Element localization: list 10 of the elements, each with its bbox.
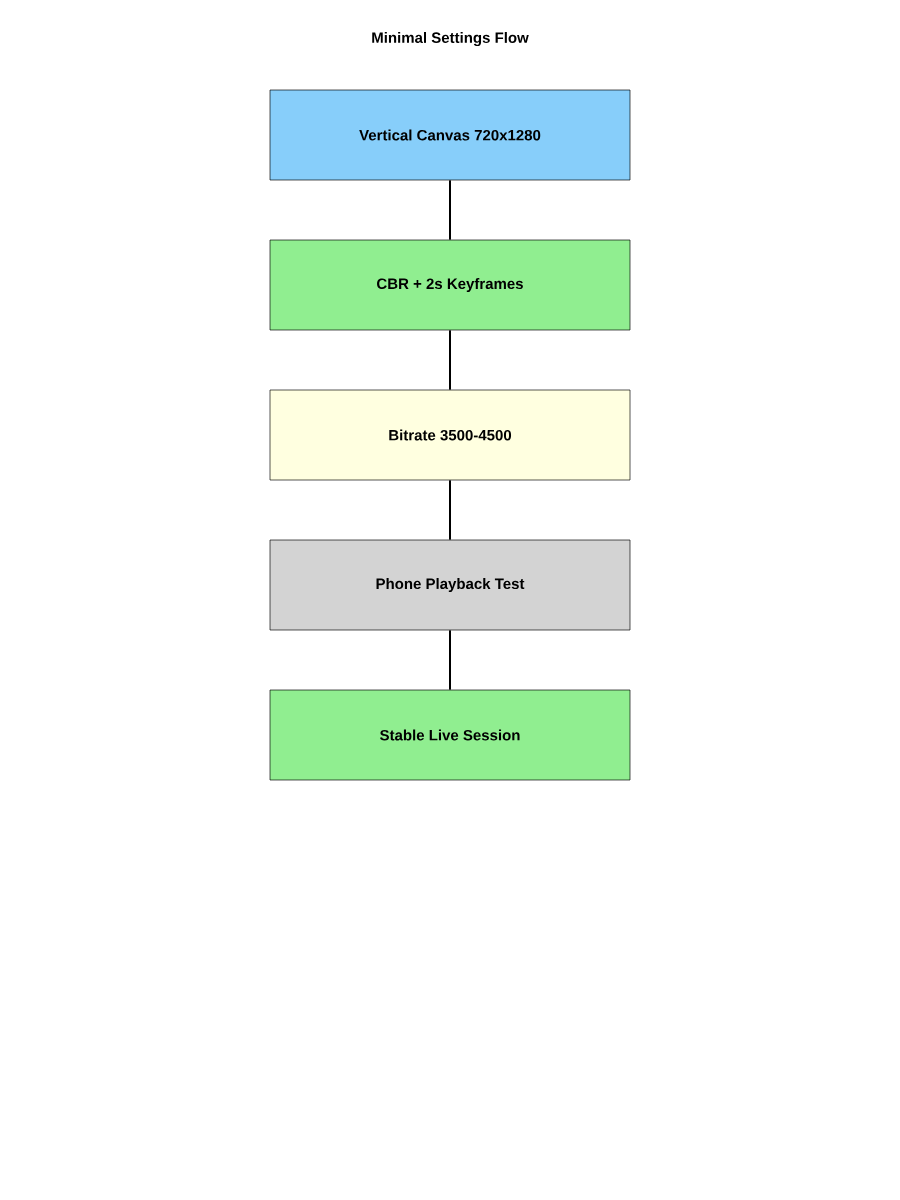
process-box: Phone Playback Test (269, 539, 631, 631)
connector-line (449, 629, 451, 691)
process-box: CBR + 2s Keyframes (269, 239, 631, 331)
title: Minimal Settings Flow (372, 31, 529, 47)
process-box: Stable Live Session (269, 689, 631, 781)
process-box: Vertical Canvas 720x1280 (269, 89, 631, 181)
process-box: Bitrate 3500-4500 (269, 389, 631, 481)
connector-line (449, 329, 451, 391)
connector-line (449, 179, 451, 241)
connector-line (449, 479, 451, 541)
